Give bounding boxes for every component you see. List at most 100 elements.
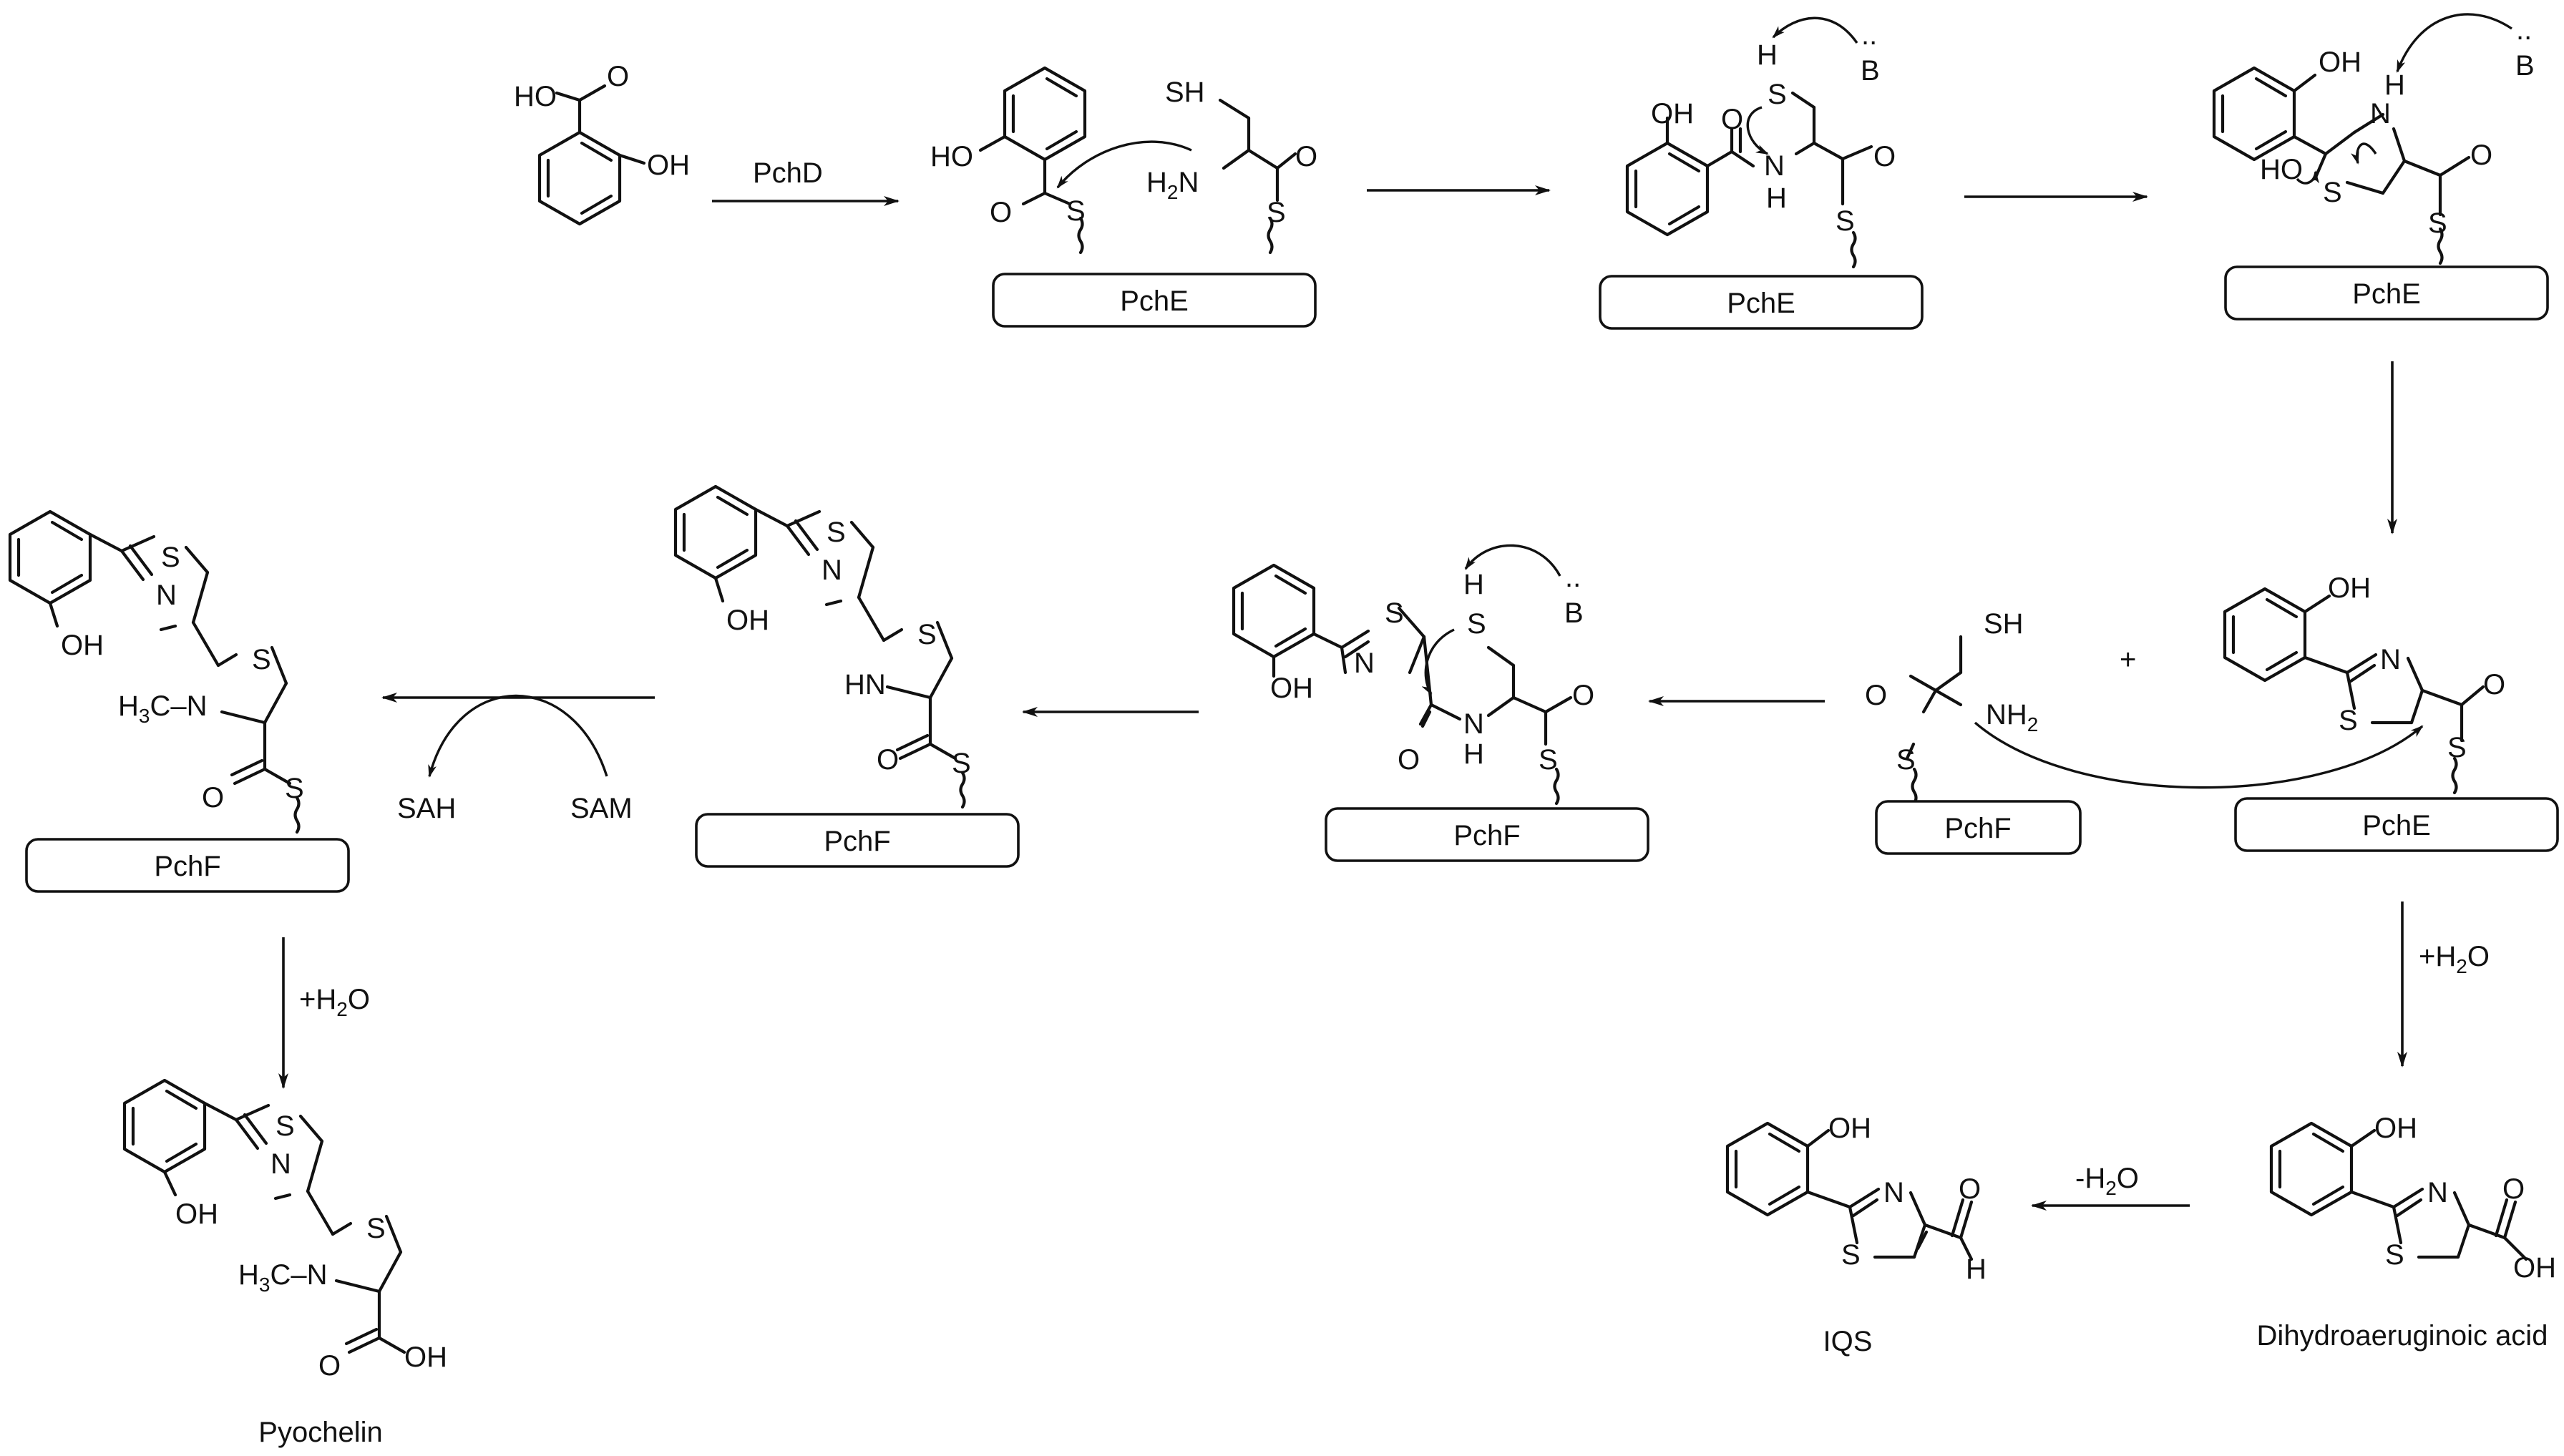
pchf-box-2: PchF xyxy=(1325,807,1649,862)
int2-base-label: B xyxy=(1861,55,1880,87)
pchd-label: PchD xyxy=(753,157,823,189)
int3-base-label: B xyxy=(2515,50,2535,82)
pyochelin-h3cn-label: H3C–N xyxy=(238,1259,328,1296)
thiazoline-cys-pchf-intermediate: OH N S O N H S H O S B .. xyxy=(1232,544,1594,806)
iqs-oh-label: OH xyxy=(1828,1113,1871,1144)
int3-n-label: N xyxy=(2370,98,2391,130)
pyochelin-oh-label: OH xyxy=(175,1198,218,1230)
int2-o2-label: O xyxy=(1873,141,1896,172)
thiazoline-n-label: N xyxy=(2380,644,2401,675)
deprotonation-arrow-3 xyxy=(1464,544,1561,577)
pyochelin-s-label: S xyxy=(276,1110,295,1142)
thiazoline-pche: OH N S O S xyxy=(2223,572,2505,795)
svg-text:PchF: PchF xyxy=(824,826,890,857)
dha-oh2-label: OH xyxy=(2513,1252,2556,1284)
dihydroaeruginoic-acid-structure: OH N S O OH xyxy=(2269,1113,2556,1284)
cys-sh-label: SH xyxy=(1984,608,2024,640)
pchf-box-3: PchF xyxy=(695,813,1020,868)
sah-label: SAH xyxy=(397,793,456,824)
int3-oh-label: OH xyxy=(2319,47,2361,78)
svg-text:PchE: PchE xyxy=(2362,810,2431,841)
iqs-caption: IQS xyxy=(1823,1326,1873,1357)
deprotonation-arrow-2 xyxy=(2396,13,2512,73)
ring-closure-arrow xyxy=(2350,142,2377,165)
thiazoline-o-label: O xyxy=(2483,669,2505,700)
thioester-transfer-intermediate: OH O N H H S O S B .. xyxy=(1625,16,1896,269)
salicyl-pche-intermediate: HO O S SH H2N O S xyxy=(930,66,1317,255)
int2-s2-label: S xyxy=(1836,205,1855,237)
dha-n-label: N xyxy=(2427,1177,2448,1208)
sam-to-sah-arrow xyxy=(428,694,608,778)
pche-box-4: PchE xyxy=(2234,797,2559,852)
dha-o-label: O xyxy=(2502,1173,2525,1205)
pyochelin-o-label: O xyxy=(318,1350,341,1382)
cysteinyl-pchf: SH O S NH2 xyxy=(1865,608,2424,806)
cyclization-arrow xyxy=(1421,628,1455,695)
thiol-attack-arrow xyxy=(1746,106,1769,155)
int5-lone-pair: .. xyxy=(1565,562,1581,593)
int3-s-label: S xyxy=(2323,177,2342,208)
iqs-h-label: H xyxy=(1966,1254,1987,1285)
int2-lone-pair: .. xyxy=(1861,19,1877,51)
iqs-s-label: S xyxy=(1841,1239,1861,1271)
cys-nh2-label: NH2 xyxy=(1986,699,2038,736)
int5-h-label: H xyxy=(1463,738,1484,770)
int3-s2-label: S xyxy=(2428,207,2447,239)
int2-h-top-label: H xyxy=(1757,39,1778,71)
pyochelin-oh2-label: OH xyxy=(404,1342,447,1373)
svg-text:PchE: PchE xyxy=(1120,285,1189,317)
pyochelin-s2-label: S xyxy=(366,1213,386,1244)
int1-sh-label: SH xyxy=(1165,77,1205,108)
pchf-box-4: PchF xyxy=(25,838,350,893)
int6-s-label: S xyxy=(827,517,846,548)
int1-o-label: O xyxy=(990,197,1012,228)
int5-o-label: O xyxy=(1398,744,1420,776)
pyochelin-caption: Pyochelin xyxy=(258,1417,382,1448)
pyochelin-n-label: N xyxy=(270,1148,291,1180)
svg-text:PchE: PchE xyxy=(2352,278,2421,310)
dihydroaeruginoic-caption: Dihydroaeruginoic acid xyxy=(2257,1320,2548,1352)
int2-oh-label: OH xyxy=(1651,98,1694,130)
int6-n-label: N xyxy=(822,554,842,586)
int5-oh-label: OH xyxy=(1270,673,1313,704)
int1-o2-label: O xyxy=(1295,141,1317,172)
cys-s-label: S xyxy=(1896,744,1916,776)
cys-o-label: O xyxy=(1865,680,1887,711)
thiazolidine-pchf: OH N S HN S O S xyxy=(673,484,971,809)
int1-h2n-label: H2N xyxy=(1146,167,1199,203)
int2-h-label: H xyxy=(1766,182,1787,214)
int1-s-label: S xyxy=(1066,195,1086,227)
svg-text:PchF: PchF xyxy=(1944,813,2011,844)
int7-s3-label: S xyxy=(285,773,304,804)
pchf-box-1: PchF xyxy=(1875,800,2082,855)
int7-s2-label: S xyxy=(252,644,271,675)
pyochelin-structure: OH N S H3C–N S O OH xyxy=(122,1078,447,1382)
n-methyl-thiazolidine-pchf: OH N S H3C–N S O S xyxy=(8,509,304,834)
salicylic-o-label: O xyxy=(607,61,629,92)
water-add-right-label: +H2O xyxy=(2419,941,2490,977)
water-remove-label: -H2O xyxy=(2075,1163,2139,1199)
int6-hn-label: HN xyxy=(844,669,886,700)
int1-s2-label: S xyxy=(1267,197,1286,228)
iqs-n-label: N xyxy=(1883,1177,1904,1208)
int3-o-label: O xyxy=(2470,140,2492,171)
svg-text:PchE: PchE xyxy=(1727,288,1795,319)
sam-label: SAM xyxy=(570,793,633,824)
int2-o-label: O xyxy=(1721,104,1743,135)
nucleophilic-attack-arrow xyxy=(1056,140,1192,189)
thiazoline-oh-label: OH xyxy=(2328,572,2371,604)
int6-s2-label: S xyxy=(917,619,937,650)
int5-base-label: B xyxy=(1564,597,1584,629)
dehydration-arrow xyxy=(2296,170,2319,185)
int2-n-label: N xyxy=(1764,150,1785,182)
salicylic-oh-label: OH xyxy=(647,150,690,181)
salicylic-acid: HO O OH xyxy=(514,61,690,226)
int5-o2-label: O xyxy=(1572,680,1594,711)
int5-s2-label: S xyxy=(1467,608,1486,640)
int6-o-label: O xyxy=(877,744,899,776)
int3-h-label: H xyxy=(2384,69,2405,101)
plus-sign: + xyxy=(2120,644,2136,675)
deprotonation-arrow-1 xyxy=(1772,16,1858,44)
